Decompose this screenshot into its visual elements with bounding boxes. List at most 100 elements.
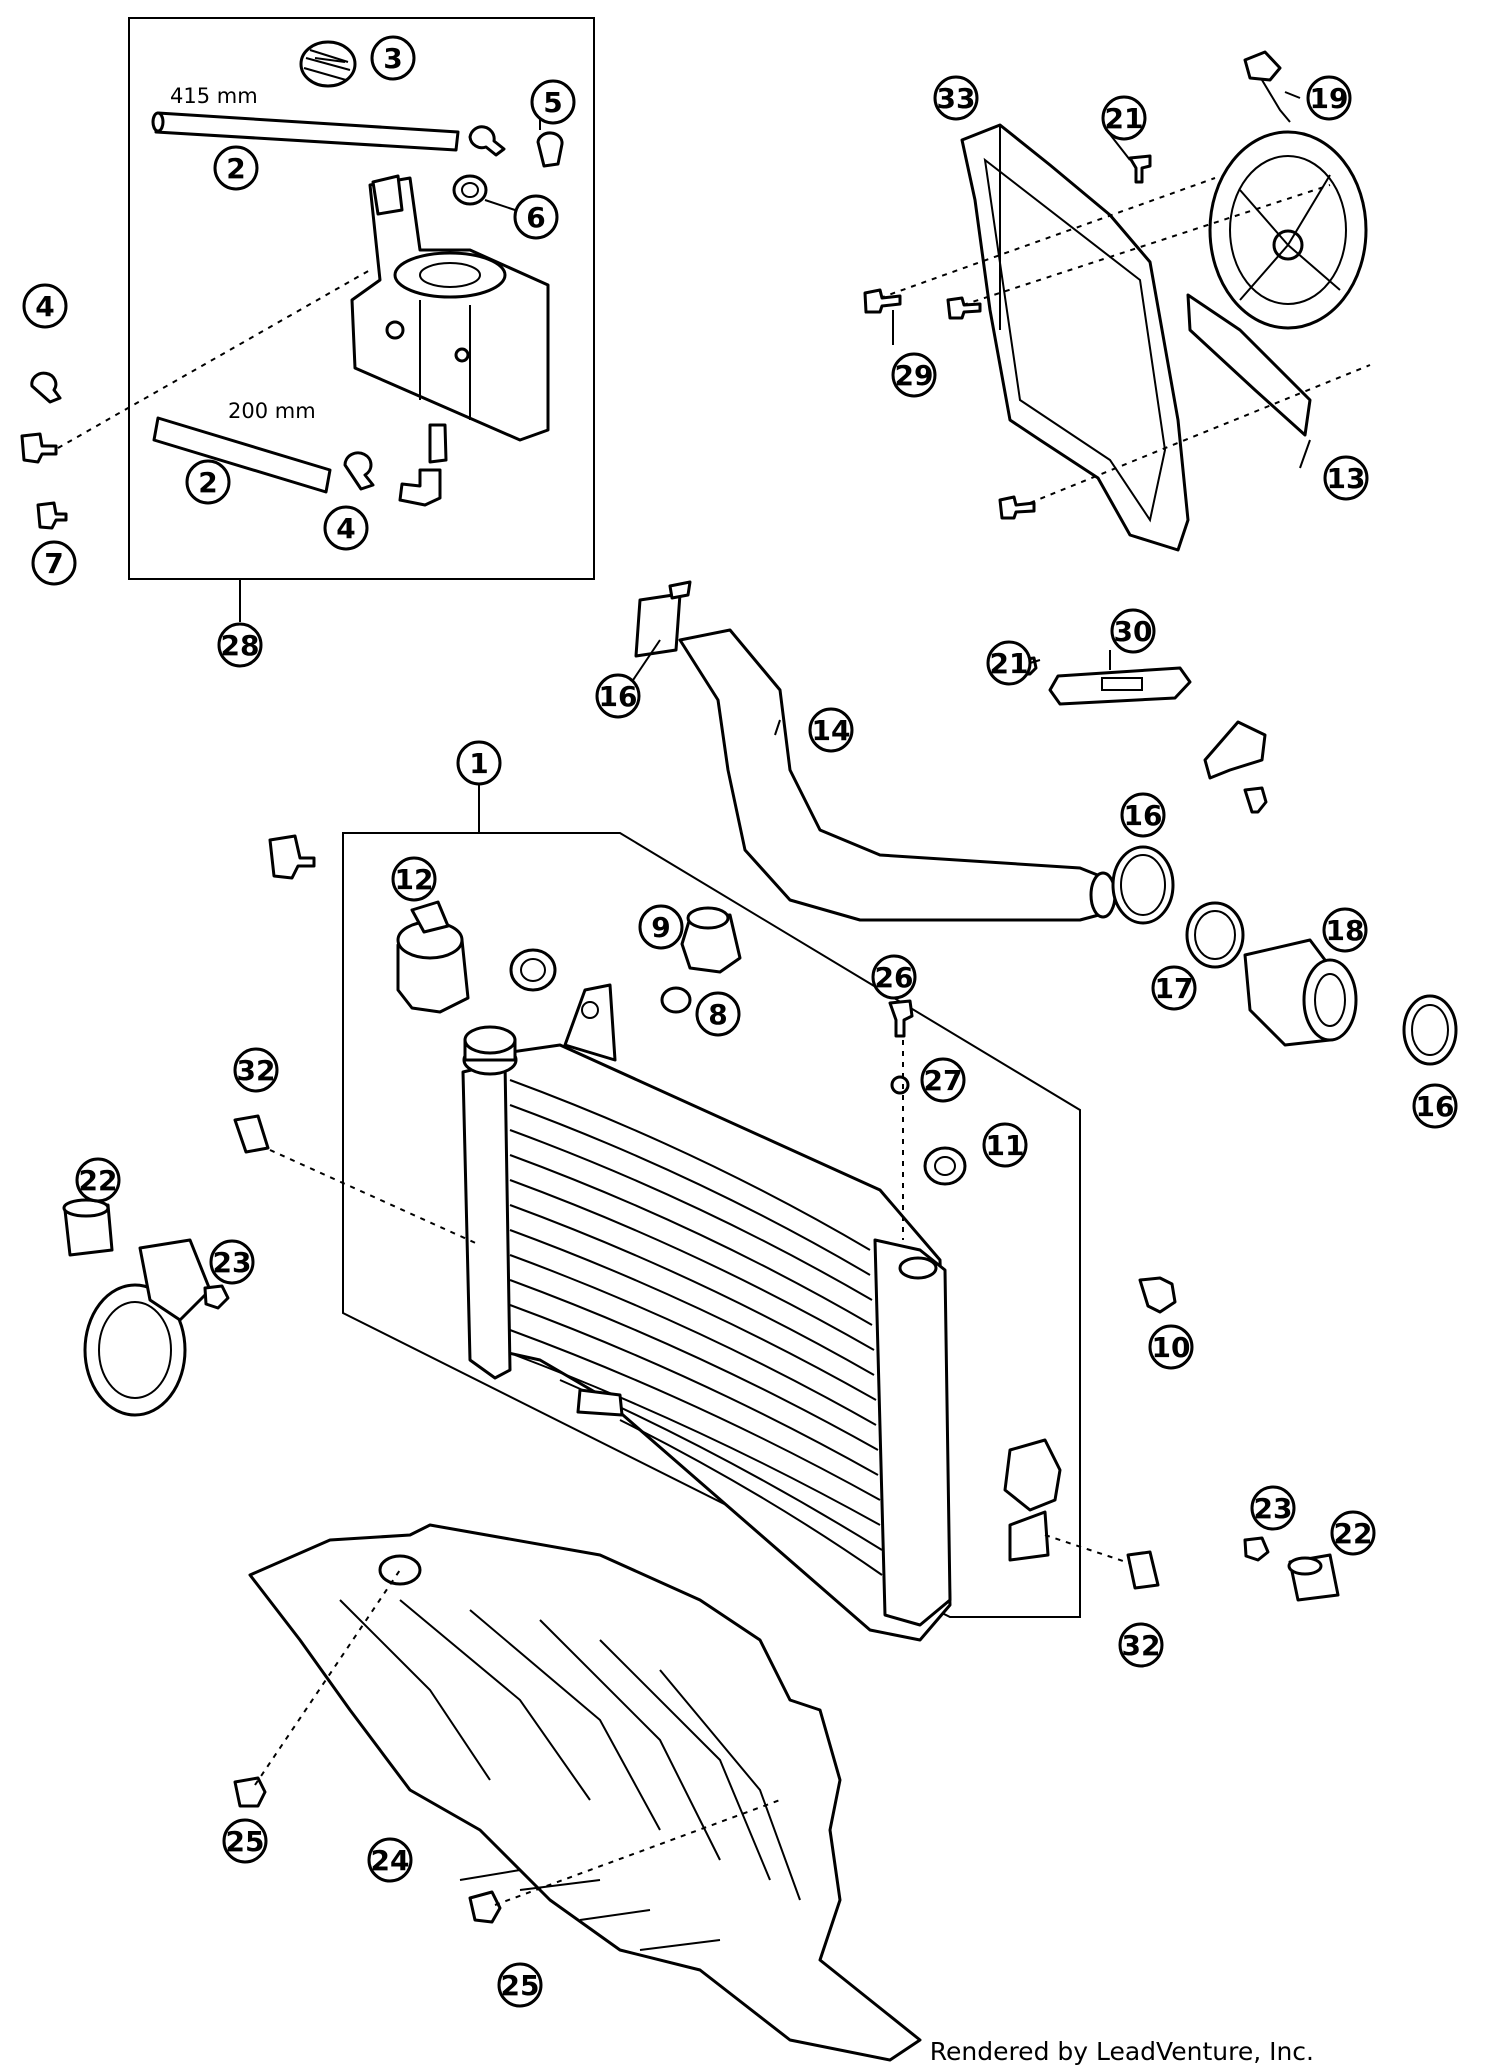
callout: 18 <box>1322 907 1368 953</box>
seal-ring-8 <box>660 986 692 1014</box>
callout: 27 <box>920 1057 966 1103</box>
bolt-13 <box>998 495 1036 520</box>
bolt-bracket <box>1243 786 1268 814</box>
radiator-group-outline <box>342 832 1081 1618</box>
callout: 22 <box>75 1157 121 1203</box>
callout: 12 <box>391 856 437 902</box>
callout: 14 <box>808 707 854 753</box>
temperature-switch-9 <box>680 906 742 974</box>
fan-dash-2 <box>962 184 1331 306</box>
callout: 9 <box>638 904 684 950</box>
radiator-guard <box>248 1523 922 2062</box>
callout: 10 <box>1148 1324 1194 1370</box>
callout: 26 <box>871 954 917 1000</box>
hose-18 <box>1243 938 1358 1047</box>
cooling-fan <box>1208 50 1368 330</box>
callout-label: 13 <box>1327 462 1366 495</box>
callout-label: 32 <box>237 1054 276 1087</box>
callout-label: 18 <box>1326 914 1365 947</box>
radiator-cap-12 <box>396 900 470 1014</box>
callout-label: 6 <box>526 201 545 234</box>
clip-32-right <box>1126 1550 1160 1590</box>
callout: 22 <box>1330 1510 1376 1556</box>
hose-clamp-16-right <box>1402 994 1458 1066</box>
mounting-screw-tank <box>20 432 58 464</box>
callout: 30 <box>1110 608 1156 654</box>
grommet-12 <box>509 948 557 992</box>
render-credit: Rendered by LeadVenture, Inc. <box>929 2037 1314 2066</box>
mounting-bracket <box>1203 720 1267 780</box>
screw-26 <box>888 999 914 1038</box>
tank-cap <box>299 40 357 88</box>
callout-label: 5 <box>543 86 562 119</box>
callout: 4 <box>323 505 369 551</box>
callout: 16 <box>595 673 641 719</box>
callout-label: 9 <box>651 911 670 944</box>
hose-14 <box>678 628 1117 922</box>
expansion-tank-kit-box <box>128 17 595 580</box>
callout: 2 <box>185 459 231 505</box>
callout-label: 25 <box>226 1825 265 1858</box>
callout-label: 2 <box>226 152 245 185</box>
hose-clamp-small <box>468 125 564 168</box>
bolt-21-top <box>1128 154 1152 184</box>
radiator-dash-left <box>269 1149 481 1246</box>
callout-label: 3 <box>383 42 402 75</box>
rubber-bushing-22-left <box>62 1198 114 1257</box>
callout-label: 26 <box>875 961 914 994</box>
callout-label: 2 <box>198 466 217 499</box>
callout-label: 30 <box>1114 615 1153 648</box>
callout: 25 <box>222 1818 268 1864</box>
callout-label: 21 <box>990 647 1029 680</box>
fan-bracket-13 <box>1186 293 1312 437</box>
fan-dash-3 <box>1019 364 1371 508</box>
radiator-fins <box>509 1079 883 1576</box>
hose-415mm <box>151 111 460 152</box>
callout-label: 33 <box>937 82 976 115</box>
dimension-hose-lower: 200 mm <box>228 399 316 423</box>
callout-label: 32 <box>1122 1629 1161 1662</box>
screw-25-lower <box>468 1890 502 1924</box>
hose-clamp-16-top <box>634 580 692 658</box>
callout: 32 <box>1118 1622 1164 1668</box>
callout: 8 <box>695 991 741 1037</box>
bolt-10 <box>1138 1276 1177 1314</box>
callout: 3 <box>370 35 416 81</box>
callout-label: 4 <box>35 290 54 323</box>
callout: 25 <box>497 1962 543 2008</box>
expansion-tank <box>350 174 550 464</box>
fan-dash-1 <box>879 177 1216 299</box>
radiator <box>461 983 1062 1642</box>
horn <box>83 1238 212 1417</box>
callout: 1 <box>456 740 502 786</box>
nut-23-left <box>203 1284 230 1310</box>
callout-label: 22 <box>1334 1517 1373 1550</box>
callout: 17 <box>1151 965 1197 1011</box>
callout-label: 23 <box>1254 1492 1293 1525</box>
callout-label: 7 <box>44 547 63 580</box>
callout-label: 27 <box>924 1064 963 1097</box>
top-bolt-left <box>268 834 316 880</box>
callout: 28 <box>217 622 263 668</box>
callout: 6 <box>513 194 559 240</box>
callout-label: 22 <box>79 1164 118 1197</box>
dimension-hose-upper: 415 mm <box>170 84 258 108</box>
callout-label: 11 <box>986 1129 1025 1162</box>
screw-25-upper <box>233 1776 267 1808</box>
callout: 11 <box>982 1122 1028 1168</box>
callout-label: 19 <box>1310 82 1349 115</box>
callout: 19 <box>1306 75 1352 121</box>
callout-label: 12 <box>395 863 434 896</box>
bolt-29a <box>863 288 902 314</box>
callout: 16 <box>1412 1083 1458 1129</box>
grommet-11 <box>923 1146 967 1186</box>
callout: 5 <box>530 79 576 125</box>
callout-label: 16 <box>1416 1090 1455 1123</box>
callout: 33 <box>933 75 979 121</box>
bracket-30 <box>1048 666 1192 706</box>
callout-label: 24 <box>371 1844 410 1877</box>
hose-clamp-lower <box>343 451 442 507</box>
callout-label: 16 <box>1124 799 1163 832</box>
callout: 23 <box>209 1239 255 1285</box>
callout: 13 <box>1323 455 1369 501</box>
